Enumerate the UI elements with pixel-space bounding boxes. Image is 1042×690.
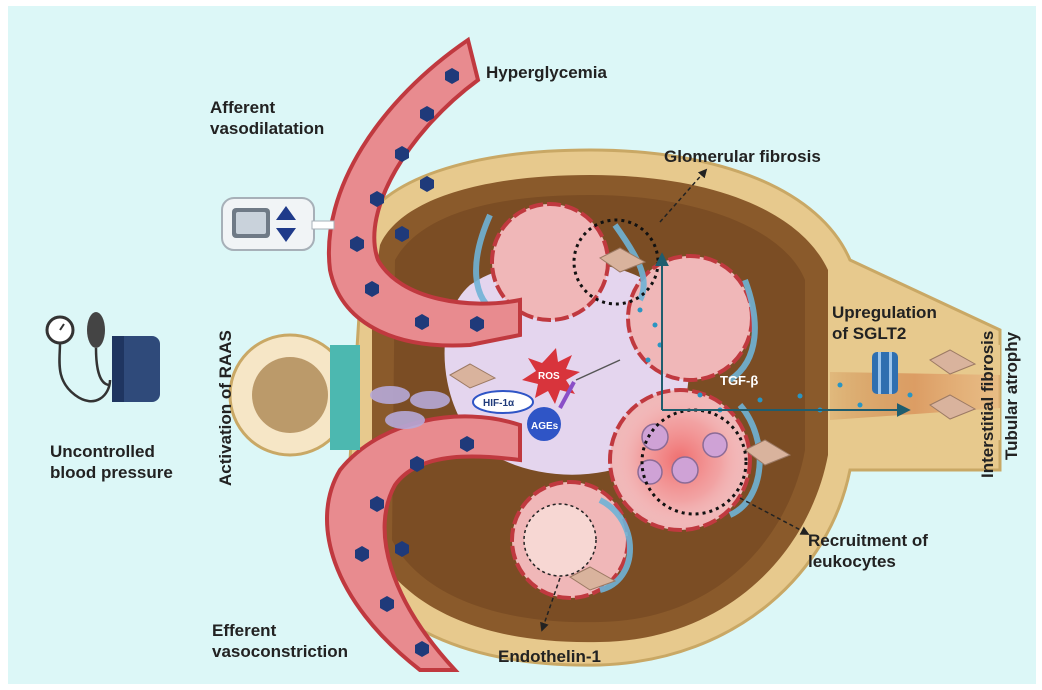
distal-tubule-section: [230, 335, 360, 455]
label-afferent-line1: Afferent: [210, 97, 275, 118]
label-uncontrolled-line2: blood pressure: [50, 462, 173, 483]
label-hif: HIF-1α: [483, 393, 514, 414]
sglt2-transporter: [872, 352, 898, 394]
label-upregulation-line2: of SGLT2: [832, 323, 906, 344]
glucometer-icon: [222, 198, 334, 250]
blood-pressure-monitor-icon: [47, 312, 160, 402]
proximal-tubule: [830, 335, 1000, 455]
label-interstitial-fibrosis: Interstitial fibrosis: [978, 331, 998, 478]
label-afferent-line2: vasodilatation: [210, 118, 324, 139]
label-ages: AGEs: [531, 416, 558, 437]
endothelin-focus: [524, 504, 596, 576]
label-efferent-line2: vasoconstriction: [212, 641, 348, 662]
label-recruitment-line1: Recruitment of: [808, 530, 928, 551]
label-activation-raas: Activation of RAAS: [216, 330, 236, 486]
label-tgf-beta: TGF-β: [720, 370, 758, 391]
label-endothelin: Endothelin-1: [498, 646, 601, 667]
label-recruitment-line2: leukocytes: [808, 551, 896, 572]
label-uncontrolled-line1: Uncontrolled: [50, 441, 155, 462]
label-hyperglycemia: Hyperglycemia: [486, 62, 607, 83]
label-efferent-line1: Efferent: [212, 620, 276, 641]
label-ros: ROS: [538, 366, 560, 387]
label-upregulation-line1: Upregulation: [832, 302, 937, 323]
label-glomerular-fibrosis: Glomerular fibrosis: [664, 146, 821, 167]
label-tubular-atrophy: Tubular atrophy: [1002, 332, 1022, 460]
